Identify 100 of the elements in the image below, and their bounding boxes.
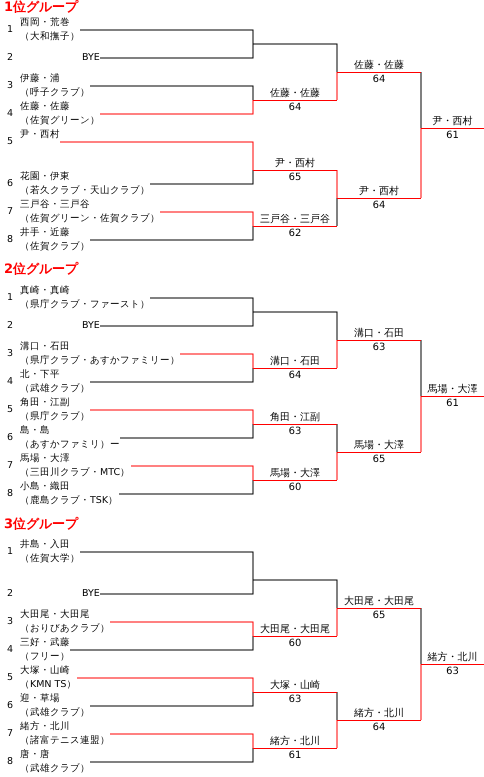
bracket-line <box>420 71 422 128</box>
player-names: 花園・伊東 <box>20 170 70 184</box>
match-score: 64 <box>372 721 386 734</box>
winner-names: 三戸谷・三戸谷 <box>259 213 331 226</box>
seed-number: 7 <box>6 727 14 741</box>
bracket-line <box>90 409 254 424</box>
player-names: 尹・西村 <box>20 128 60 142</box>
group-title: 3位グループ <box>4 517 78 533</box>
player-names: 西岡・荒巻 <box>20 16 70 30</box>
match-score: 64 <box>372 73 386 86</box>
seed-number: 1 <box>6 23 14 37</box>
seed-number: 1 <box>6 545 14 559</box>
player-names: 角田・江副 <box>20 396 70 410</box>
bracket-line <box>120 424 254 439</box>
bracket-line <box>119 480 254 495</box>
team-name: （鹿島クラブ・TSK） <box>20 494 118 508</box>
match-score: 60 <box>288 481 302 494</box>
team-name: （県庁クラブ・あすかファミリー） <box>20 354 180 368</box>
team-name: （あすかファミリ）ー <box>20 438 120 452</box>
bracket-line <box>90 226 254 241</box>
bracket-line <box>100 579 338 608</box>
bracket-line <box>90 692 254 707</box>
seed-number: 3 <box>6 615 14 629</box>
group-title: 1位グループ <box>4 0 78 16</box>
bracket-line <box>150 170 254 185</box>
winner-names: 馬場・大澤 <box>426 383 478 396</box>
team-name: （フリー） <box>20 650 70 664</box>
match-score: 61 <box>288 749 302 762</box>
seed-number: 4 <box>6 643 14 657</box>
player-names: 島・島 <box>20 424 50 438</box>
match-score: 64 <box>372 199 386 212</box>
match-score: 63 <box>372 341 386 354</box>
match-score: 63 <box>288 693 302 706</box>
bracket-line <box>90 85 254 100</box>
seed-number: 7 <box>6 459 14 473</box>
winner-names: 溝口・石田 <box>269 355 321 368</box>
team-name: （若久クラブ・天山クラブ） <box>20 184 150 198</box>
seed-number: 6 <box>6 177 14 191</box>
bracket-line <box>110 733 254 748</box>
seed-number: 8 <box>6 487 14 501</box>
bracket-line <box>100 100 254 115</box>
bracket-line <box>336 423 338 452</box>
seed-number: 5 <box>6 671 14 685</box>
seed-number: 4 <box>6 375 14 389</box>
match-score: 65 <box>372 609 386 622</box>
team-name: （三田川クラブ・MTC） <box>20 466 130 480</box>
team-name: （武雄クラブ） <box>20 706 90 720</box>
team-name: （佐賀クラブ） <box>20 240 90 254</box>
winner-names: 緒方・北川 <box>353 707 405 720</box>
player-names: 小島・織田 <box>20 480 70 494</box>
bracket-line <box>180 353 254 368</box>
winner-names: 大田尾・大田尾 <box>259 623 331 636</box>
winner-names: 馬場・大澤 <box>353 439 405 452</box>
winner-names: 角田・江副 <box>269 411 321 424</box>
player-names: 佐藤・佐藤 <box>20 100 70 114</box>
winner-names: 緒方・北川 <box>426 651 478 664</box>
player-names: 馬場・大澤 <box>20 452 70 466</box>
winner-names: 尹・西村 <box>358 185 400 198</box>
bracket-line <box>336 608 338 637</box>
player-names: 迎・草場 <box>20 692 60 706</box>
bracket-line <box>77 677 254 692</box>
bracket-line <box>110 621 254 636</box>
player-names: 溝口・石田 <box>20 340 70 354</box>
seed-number: 3 <box>6 347 14 361</box>
player-names: 伊藤・浦 <box>20 72 60 86</box>
winner-names: 大田尾・大田尾 <box>343 595 415 608</box>
seed-number: 2 <box>6 319 14 333</box>
bracket-line <box>420 396 422 453</box>
player-names: 真崎・真崎 <box>20 284 70 298</box>
match-score: 65 <box>372 453 386 466</box>
bracket-line <box>336 169 338 198</box>
bracket-line <box>160 211 254 226</box>
bracket-line <box>90 368 254 383</box>
bye-label: BYE <box>82 51 100 65</box>
bracket-line <box>336 691 338 720</box>
seed-number: 4 <box>6 107 14 121</box>
seed-number: 5 <box>6 403 14 417</box>
winner-names: 大塚・山崎 <box>269 679 321 692</box>
bracket-line <box>60 141 254 170</box>
seed-number: 2 <box>6 587 14 601</box>
bracket-line <box>420 128 422 199</box>
bye-label: BYE <box>82 319 100 333</box>
seed-number: 1 <box>6 291 14 305</box>
player-names: 井手・近藤 <box>20 226 70 240</box>
bracket-line <box>100 43 338 72</box>
player-names: 唐・唐 <box>20 748 50 762</box>
bracket-line <box>336 198 338 227</box>
team-name: （呼子クラブ） <box>20 86 90 100</box>
winner-names: 尹・西村 <box>274 157 316 170</box>
match-score: 64 <box>288 101 302 114</box>
seed-number: 8 <box>6 233 14 247</box>
team-name: （おりびあクラブ） <box>20 622 110 636</box>
match-score: 61 <box>445 129 460 142</box>
seed-number: 6 <box>6 699 14 713</box>
match-score: 64 <box>288 369 302 382</box>
player-names: 三戸谷・三戸谷 <box>20 198 90 212</box>
team-name: （武雄クラブ） <box>20 382 90 396</box>
team-name: （武雄クラブ） <box>20 762 90 776</box>
team-name: （県庁クラブ） <box>20 410 90 424</box>
bracket-line <box>336 720 338 749</box>
